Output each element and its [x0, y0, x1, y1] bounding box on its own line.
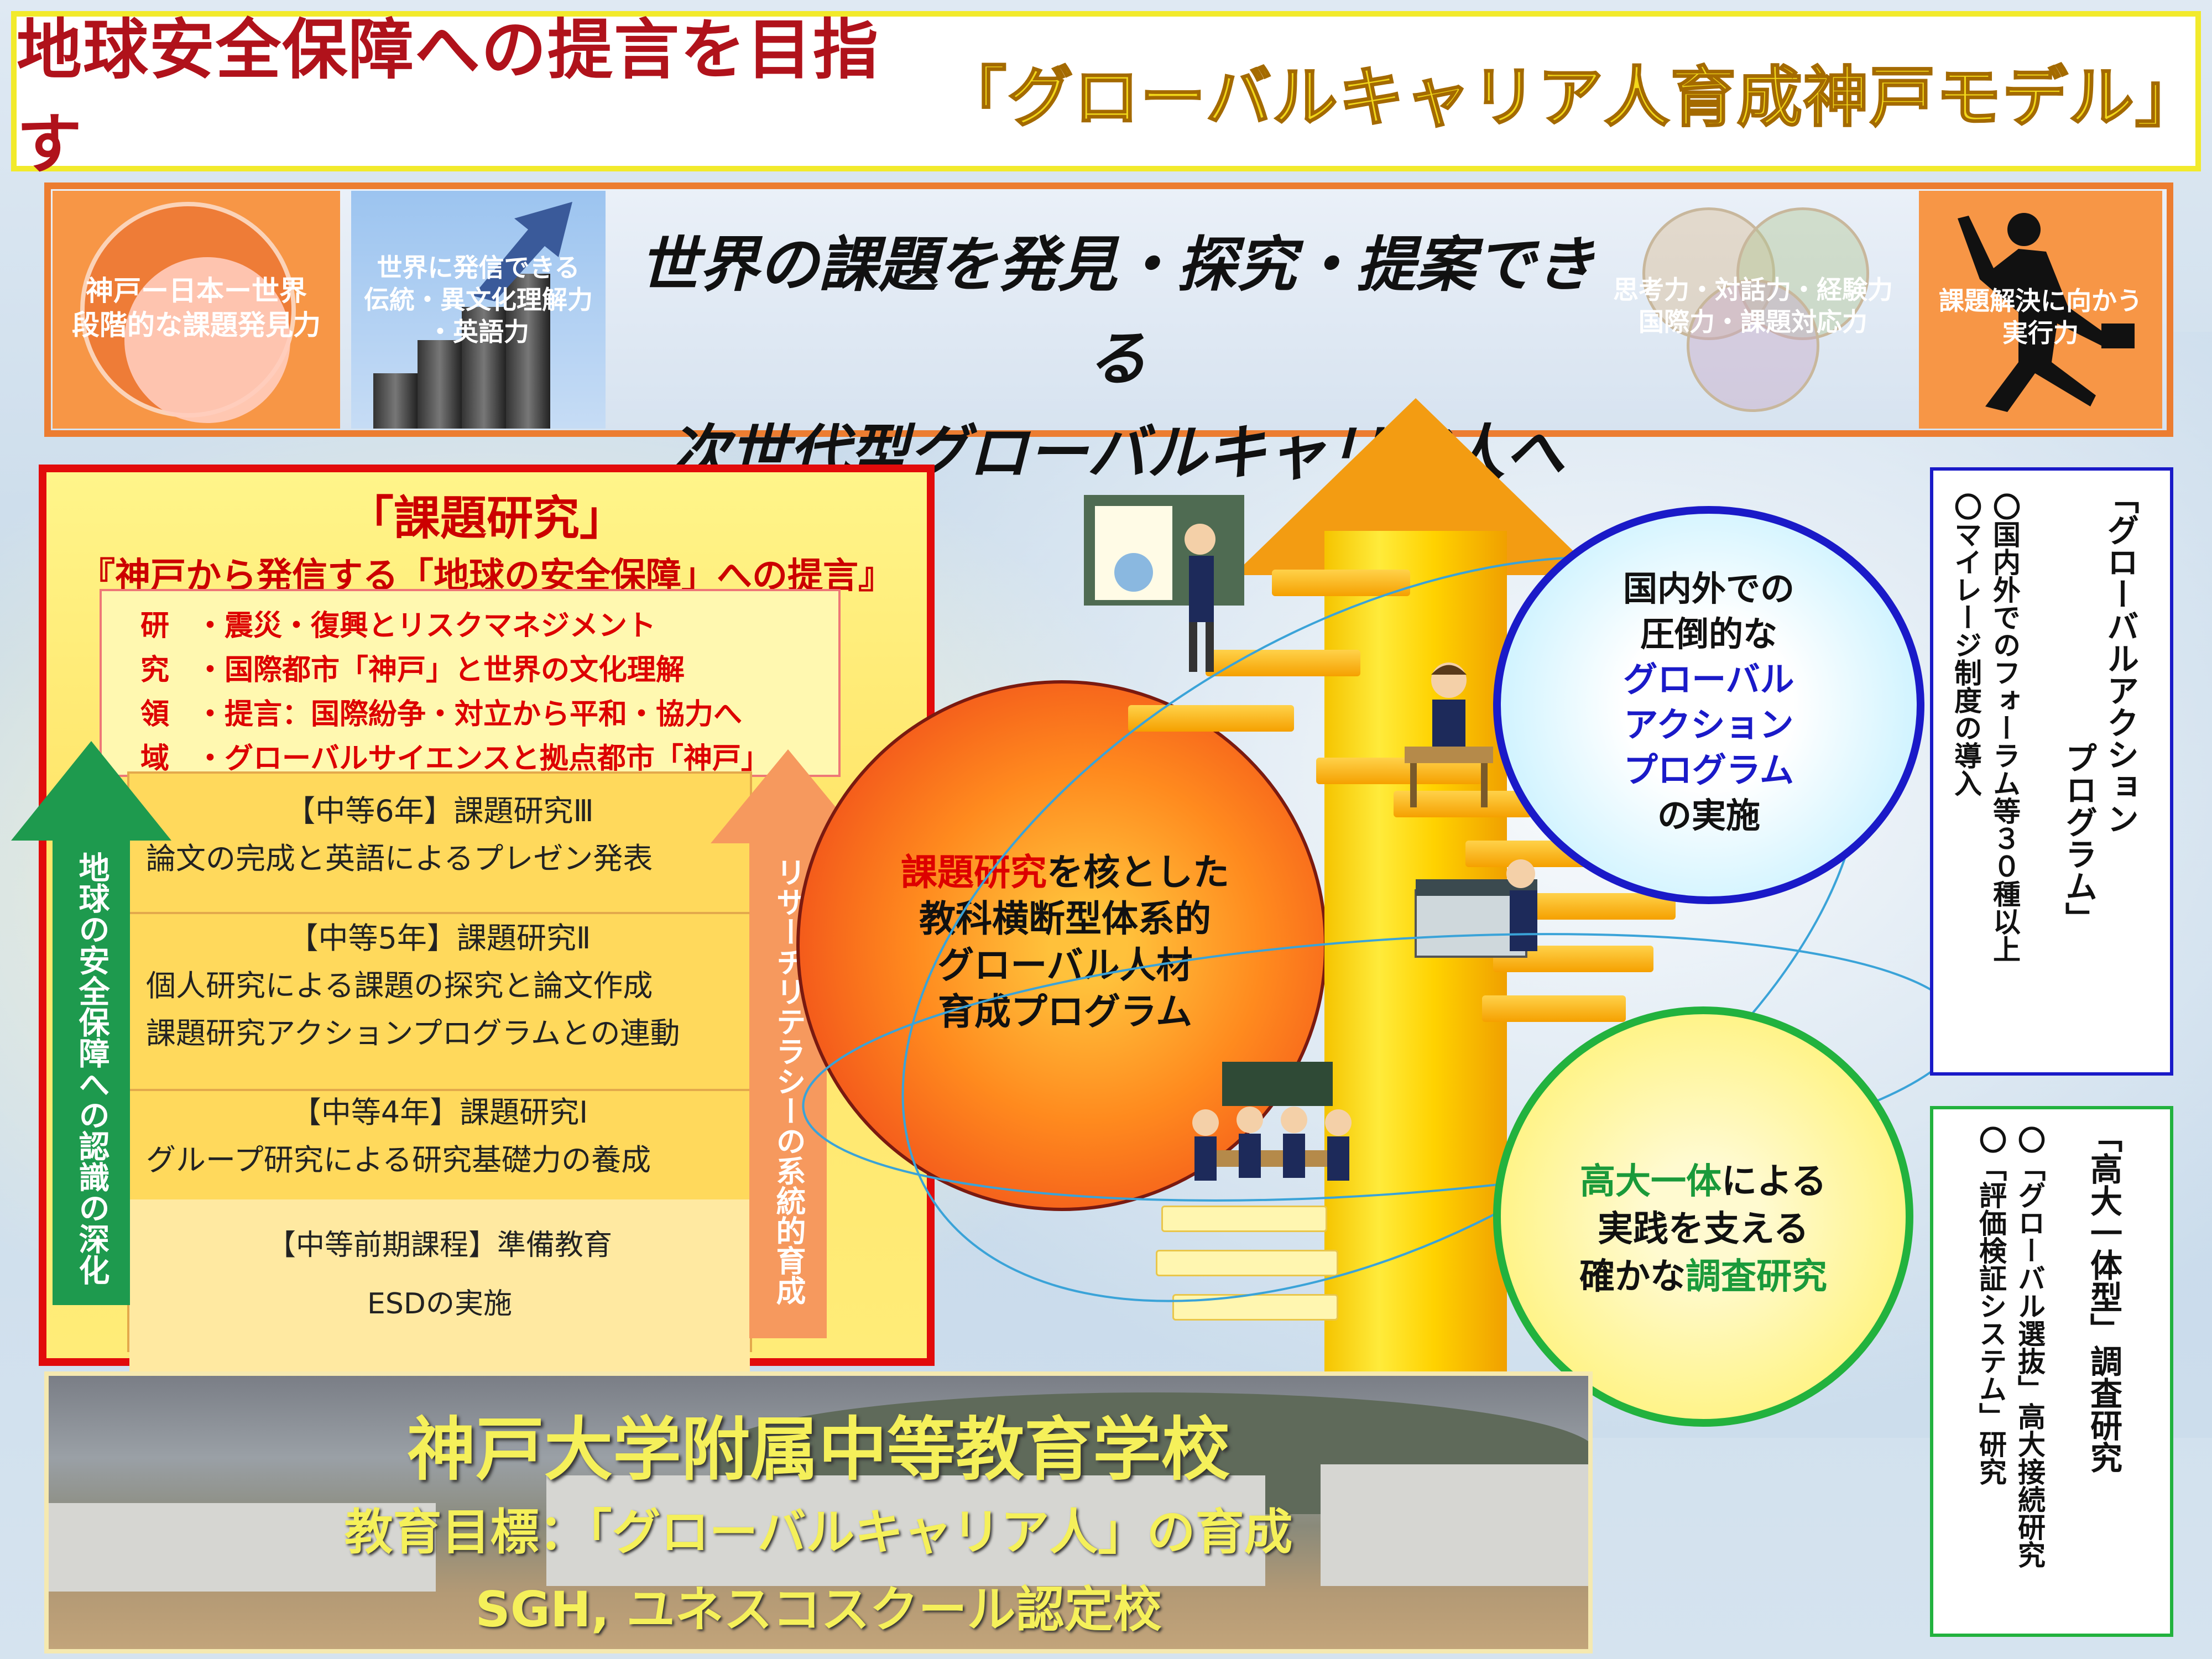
circle-icon	[124, 257, 290, 423]
building-shape	[49, 1503, 436, 1592]
grade-line: 論文の完成と英語によるプレゼン発表	[146, 841, 653, 876]
bluebox-item: 〇国内外でのフォーラム等３０種以上	[1989, 493, 2021, 963]
title-part2: 「グローバルキャリア人育成神戸モデル」	[941, 58, 2201, 136]
left-arrow-text: 地球の安全保障への認識の深化	[74, 852, 109, 1285]
grade-head: 【中等5年】課題研究Ⅱ	[288, 921, 591, 956]
panel3-line2: 国際力・課題対応力	[1639, 307, 1867, 337]
blue-line1: 国内外での	[1623, 568, 1794, 609]
stair-step	[1206, 650, 1360, 676]
main-message-line1: 世界の課題を発見・探究・提案できる	[639, 231, 1595, 394]
blue-highlight3: プログラム	[1623, 750, 1794, 790]
survey-research-box: 「高大一体型」調査研究 〇「グローバル選抜」高大接続研究 〇「評価検証システム」…	[1930, 1106, 2173, 1637]
bluebox-item: 〇マイレージ制度の導入	[1950, 493, 1982, 797]
greenbox-item: 〇「グローバル選抜」高大接続研究	[2013, 1126, 2046, 1568]
blue-line2: 圧倒的な	[1640, 614, 1777, 654]
grade-line: 課題研究アクションプログラムとの連動	[146, 1016, 680, 1051]
grade-table: 【中等6年】課題研究Ⅲ 論文の完成と英語によるプレゼン発表 【中等5年】課題研究…	[127, 771, 752, 1374]
area-item: ・グローバルサイエンスと拠点都市「神戸」	[196, 742, 770, 775]
page-title: 地球安全保障への提言を目指す 「グローバルキャリア人育成神戸モデル」	[11, 11, 2201, 182]
stair-block	[418, 340, 462, 429]
panel1-line1: 神戸ー日本ー世界	[86, 275, 307, 307]
grade-head: 【中等4年】課題研究Ⅰ	[291, 1095, 588, 1130]
grade-row-early: 【中等前期課程】準備教育 ESDの実施	[129, 1199, 750, 1374]
area-item: ・震災・復興とリスクマネジメント	[196, 609, 656, 643]
core-line4: 育成プログラム	[937, 990, 1193, 1033]
green-highlight1: 高大一体	[1579, 1161, 1721, 1202]
building-shape	[1321, 1464, 1588, 1586]
core-highlight: 課題研究	[901, 851, 1047, 894]
grade-row-4: 【中等4年】課題研究Ⅰ グループ研究による研究基礎力の養成	[129, 1072, 750, 1218]
students-group-icon	[1192, 1062, 1352, 1181]
area-label: 研	[140, 609, 170, 643]
title-part1: 地球安全保障への提言を目指す	[17, 12, 880, 182]
green-prefix3: 確かな	[1579, 1256, 1686, 1297]
school-name: 神戸大学附属中等教育学校	[406, 1410, 1230, 1490]
action-program-box: 「グローバルアクション プログラム」 〇国内外でのフォーラム等３０種以上 〇マイ…	[1930, 467, 2173, 1076]
action-program-circle: 国内外での 圧倒的な グローバル アクション プログラム の実施	[1493, 506, 1924, 904]
survey-research-circle: 高大一体による 実践を支える 確かな調査研究	[1493, 1006, 1913, 1427]
grade-line: 個人研究による課題の探究と論文作成	[146, 968, 653, 1003]
grade-row-5: 【中等5年】課題研究Ⅱ 個人研究による課題の探究と論文作成 課題研究アクションプ…	[129, 898, 750, 1091]
greenbox-item: 〇「評価検証システム」研究	[1975, 1126, 2007, 1485]
research-areas: 研 究 領 域 ・震災・復興とリスクマネジメント ・国際都市「神戸」と世界の文化…	[100, 589, 841, 777]
grade-head: 【中等6年】課題研究Ⅲ	[285, 794, 594, 828]
panel3-line1: 思考力・対話力・経験力	[1613, 275, 1893, 305]
stair-step	[1272, 570, 1410, 596]
school-photo-banner	[44, 1371, 1593, 1653]
blue-highlight1: グローバル	[1623, 659, 1794, 700]
green-arrow-head	[11, 741, 171, 841]
banner-panel-action: 課題解決に向かう 実行力	[1919, 191, 2162, 429]
up-arrow-icon	[473, 202, 572, 301]
venn-circle-icon	[1687, 279, 1819, 412]
panel2-line3: ・英語力	[427, 317, 529, 347]
panel4-line1: 課題解決に向かう	[1939, 286, 2142, 316]
panel4-line2: 実行力	[2002, 318, 2079, 348]
area-label: 領	[140, 698, 170, 731]
stair-block	[373, 373, 418, 429]
blue-line-last: の実施	[1657, 795, 1760, 836]
student-presenting-icon	[1084, 495, 1244, 672]
banner-panel-abilities: 思考力・対話力・経験力 国際力・課題対応力	[1604, 191, 1902, 429]
school-certification: SGH, ユネスコスクール認定校	[475, 1581, 1162, 1638]
jumping-businessman-icon	[1958, 213, 2135, 412]
stair-step	[1156, 1250, 1338, 1276]
school-goal: 教育目標：「グローバルキャリア人」の育成	[344, 1504, 1293, 1561]
student-desk-icon	[1405, 662, 1493, 807]
stair-step	[1128, 705, 1294, 732]
bluebox-title-col2: プログラム」	[2060, 742, 2098, 934]
grade-row-6: 【中等6年】課題研究Ⅲ 論文の完成と英語によるプレゼン発表	[129, 774, 750, 914]
stair-block	[506, 274, 550, 429]
blue-highlight2: アクション	[1624, 705, 1794, 745]
stair-step	[1482, 995, 1626, 1022]
core-line1: を核とした	[1047, 851, 1229, 894]
area-label: 究	[140, 654, 170, 687]
building-shape	[546, 1475, 1265, 1586]
area-item: ・提言：国際紛争・対立から平和・協力へ	[196, 698, 743, 731]
stair-block	[462, 307, 506, 429]
green-line2: 実践を支える	[1597, 1209, 1809, 1250]
stair-step	[1161, 1206, 1327, 1232]
greenbox-title: 「高大一体型」調査研究	[2085, 1120, 2122, 1473]
green-highlight3: 調査研究	[1686, 1256, 1827, 1297]
student-lab-icon	[1415, 859, 1537, 958]
panel2-line2: 伝統・異文化理解力	[364, 285, 593, 315]
banner-panel-discovery: 神戸ー日本ー世界 段階的な課題発見力	[53, 191, 340, 429]
research-heading: 「課題研究」	[347, 491, 626, 545]
green-rest1: による	[1721, 1161, 1827, 1202]
grade-head: 【中等前期課程】準備教育	[267, 1229, 612, 1262]
grade-line: ESDの実施	[367, 1287, 512, 1321]
green-arrow: 地球の安全保障への認識の深化	[53, 841, 130, 1305]
panel1-line2: 段階的な課題発見力	[72, 309, 321, 341]
banner-panel-culture: 世界に発信できる 伝統・異文化理解力 ・英語力	[351, 191, 606, 429]
area-item: ・国際都市「神戸」と世界の文化理解	[196, 654, 685, 687]
grade-line: グループ研究による研究基礎力の養成	[146, 1142, 651, 1177]
bluebox-title-col1: 「グローバルアクション	[2101, 482, 2139, 834]
panel2-line1: 世界に発信できる	[377, 253, 580, 283]
